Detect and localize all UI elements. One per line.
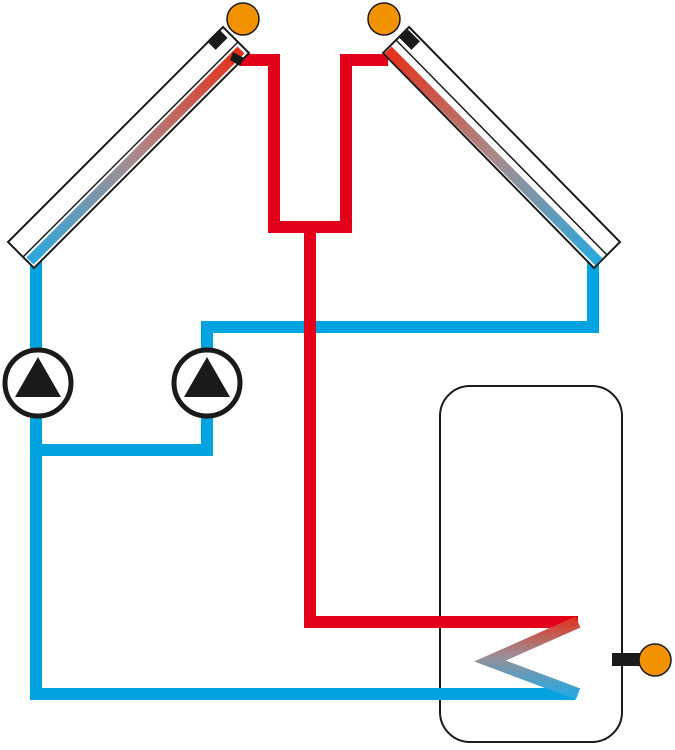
collector-sensor-left xyxy=(207,2,260,50)
solar-collector-left xyxy=(6,25,251,270)
circulation-pump-left xyxy=(2,347,74,419)
circulation-pump-right xyxy=(171,347,243,419)
collector-sensor-right xyxy=(367,2,420,50)
solar-collector-right xyxy=(381,25,622,270)
storage-tank xyxy=(439,385,623,743)
coil-heat-exchanger xyxy=(474,616,581,700)
tank-sensor xyxy=(612,643,672,677)
hot-flow-piping xyxy=(240,54,578,628)
